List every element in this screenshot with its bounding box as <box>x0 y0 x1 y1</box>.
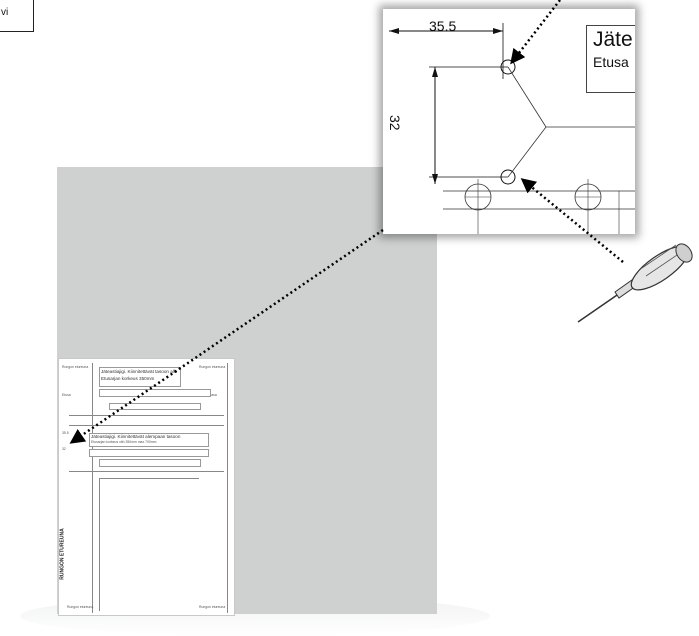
sheet-line2 <box>69 425 224 426</box>
sheet-dim-a: 35.5 <box>62 431 69 435</box>
sheet-corner-bl: Rungon etureuna <box>67 605 94 609</box>
corner-label: vi <box>0 0 34 32</box>
awl-tool-icon <box>577 243 693 323</box>
sheet-header-box <box>99 367 181 387</box>
sheet-line1 <box>69 415 224 416</box>
zoom-title-sub: Etusa <box>593 54 629 70</box>
sheet-row1 <box>99 389 211 397</box>
sheet-line3 <box>69 471 224 472</box>
sheet-corner-br: Rungon etureuna <box>199 605 226 609</box>
corner-label-text: vi <box>1 7 9 18</box>
sheet-header-line2: Etusarjan korkeus 350mm <box>101 376 155 381</box>
zoom-dim-horizontal: 35.5 <box>429 18 457 34</box>
sheet-corner-tl: Rungon etureuna <box>62 365 89 369</box>
sheet-guide-left <box>92 363 93 613</box>
sheet-band-line1: Jäteastiajigi. Kiinnitettävät alempaan t… <box>91 434 181 439</box>
sheet-left-note: Etusa <box>62 393 71 397</box>
zoom-drawing <box>389 23 635 234</box>
sheet-guide-inner <box>99 479 100 611</box>
sheet-corner-tr: Rungon etureuna <box>199 365 226 369</box>
dotted-arrow-icon <box>69 228 384 444</box>
sheet-band-box <box>89 433 209 447</box>
sheet-dim-b: 32 <box>62 447 66 451</box>
sheet-line4 <box>99 478 199 479</box>
dotted-arrow-icon <box>520 178 624 263</box>
sheet-row2 <box>109 403 201 410</box>
sheet-header-line1: Jäteastiajigi. Kiinnitettävät tasoon all… <box>101 369 178 374</box>
template-sheet: Rungon etureuna Rungon etureuna Jäteasti… <box>58 358 235 616</box>
zoom-title-main: Jäte <box>593 28 633 51</box>
sheet-guide-right <box>227 363 228 613</box>
zoom-callout: 35.5 32 Jäte Etusa <box>383 9 635 234</box>
sheet-row3 <box>89 449 209 457</box>
dotted-arrow-icon <box>510 0 561 65</box>
sheet-band-line2: Etusarjan korkeus väh 350mm max 700mm <box>91 440 157 444</box>
zoom-title-box <box>586 25 635 93</box>
sheet-row4 <box>99 459 201 467</box>
sheet-right-note: Takasa <box>206 393 217 397</box>
